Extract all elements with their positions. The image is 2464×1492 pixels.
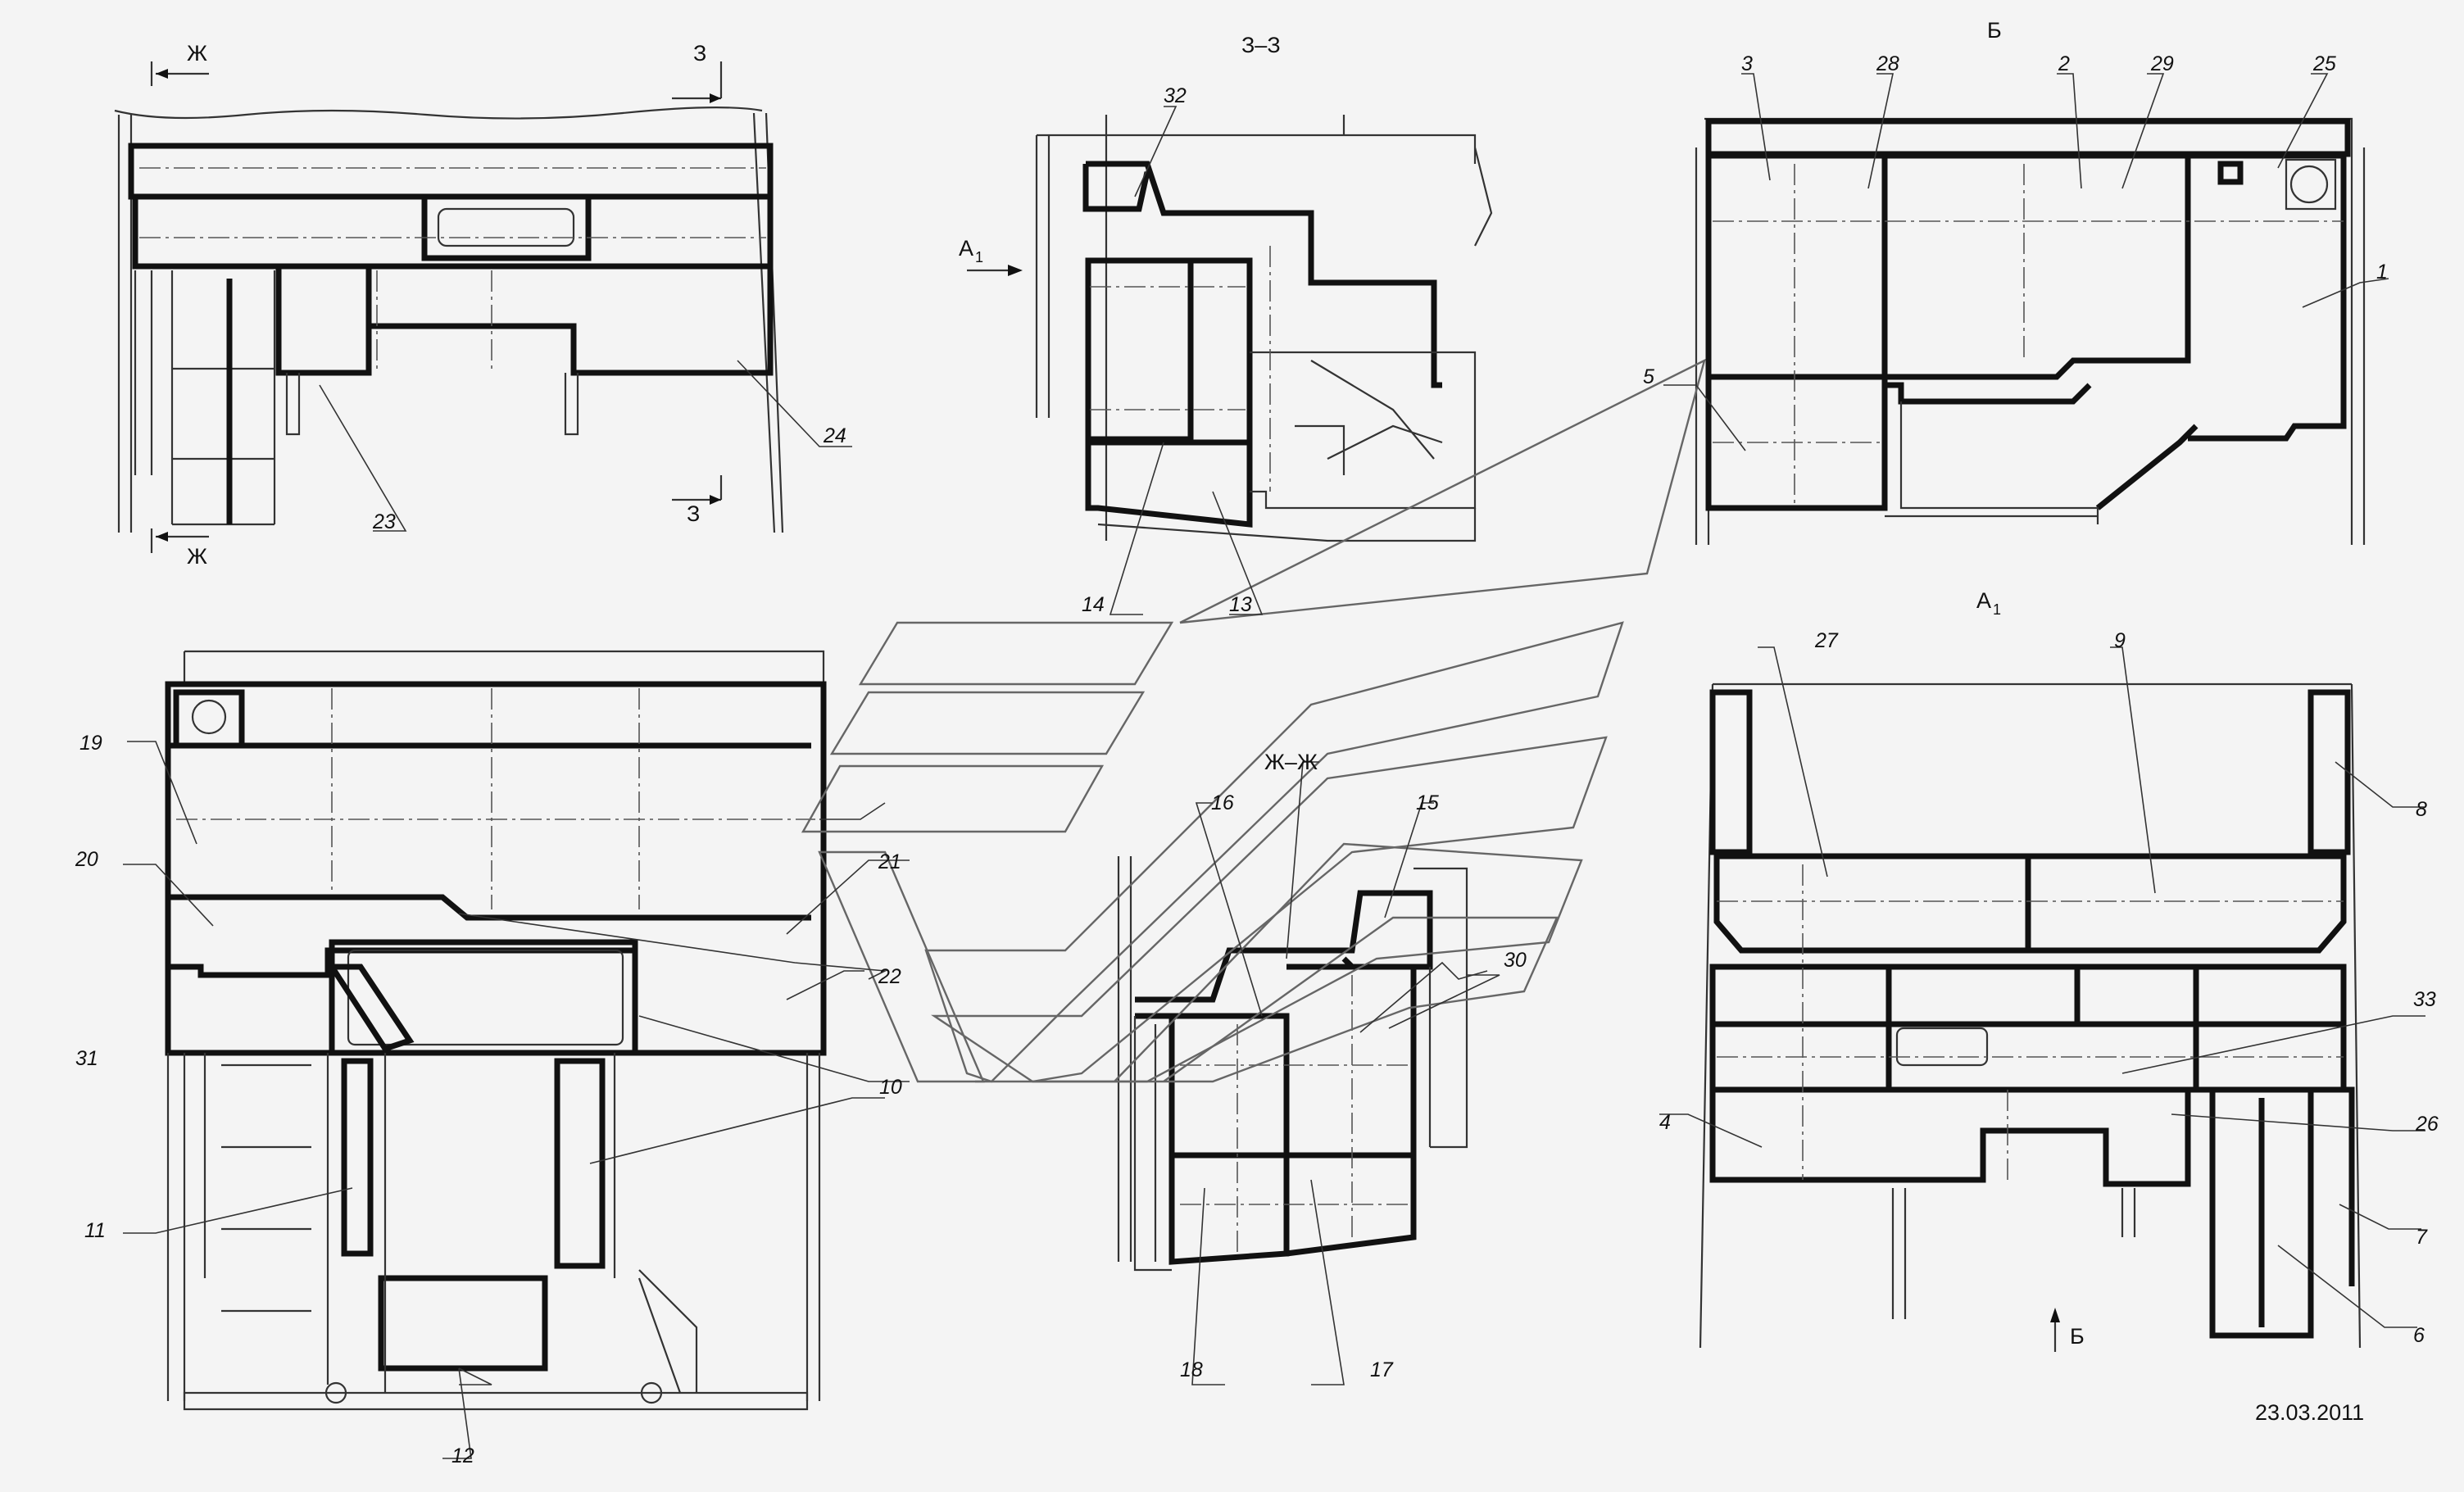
drawing-date: 23.03.2011 (2255, 1400, 2364, 1425)
callout-7: 7 (2416, 1226, 2428, 1249)
callout-26: 26 (2415, 1113, 2439, 1136)
view-b-title: Б (1987, 18, 2002, 43)
view-titles: Ж Ж З З З–З А 1 Б Ж–Ж А 1 Б (187, 18, 2085, 1349)
view-side-top-left (114, 61, 784, 553)
callout-28: 28 (1876, 52, 1899, 75)
callout-21: 21 (878, 850, 901, 873)
view-plan-bottom-left (165, 650, 827, 1411)
callout-6: 6 (2413, 1324, 2425, 1347)
arrow-a1-label: А (959, 236, 973, 261)
callout-22: 22 (878, 965, 901, 988)
view-a1-title-subscript: 1 (1993, 601, 2001, 618)
callout-20: 20 (75, 848, 98, 871)
leader-lines (123, 73, 2425, 1459)
section-3-3-title: З–З (1241, 33, 1281, 57)
callout-27: 27 (1814, 629, 1839, 652)
callout-10: 10 (879, 1076, 902, 1099)
section-zh-zh-title: Ж–Ж (1264, 750, 1318, 774)
callout-1: 1 (2376, 261, 2388, 283)
callout-23: 23 (372, 510, 396, 533)
callout-30: 30 (1504, 949, 1527, 972)
callout-18: 18 (1180, 1358, 1203, 1381)
view-section-zh-zh (1117, 856, 1468, 1272)
callout-15: 15 (1416, 791, 1439, 814)
cut-mark-3-top: З (693, 41, 706, 66)
view-a1-bottom-right (1699, 683, 2362, 1352)
callout-16: 16 (1211, 791, 1234, 814)
callout-29: 29 (2150, 52, 2174, 75)
callout-2: 2 (2058, 52, 2070, 75)
callout-32: 32 (1164, 84, 1187, 107)
callout-31: 31 (75, 1047, 98, 1070)
callout-17: 17 (1370, 1358, 1394, 1381)
callout-14: 14 (1082, 593, 1105, 616)
callout-11: 11 (84, 1219, 106, 1242)
callout-4: 4 (1659, 1111, 1671, 1134)
cut-mark-zh-bottom: Ж (187, 544, 207, 569)
view-b-top-right (1695, 117, 2366, 545)
view-a1-title: А (1976, 588, 1991, 613)
cut-mark-zh-top: Ж (187, 41, 207, 66)
callout-33: 33 (2413, 988, 2436, 1011)
view-section-3-3 (967, 115, 1493, 542)
callout-25: 25 (2312, 52, 2336, 75)
callout-13: 13 (1229, 593, 1252, 616)
callout-24: 24 (823, 424, 846, 447)
cut-mark-3-bottom: З (687, 501, 700, 526)
watermark-arrows (801, 358, 1706, 1083)
callout-9: 9 (2114, 629, 2126, 652)
arrow-a1-subscript: 1 (975, 249, 983, 265)
callout-19: 19 (79, 732, 102, 755)
callout-8: 8 (2416, 798, 2427, 821)
arrow-b-label: Б (2070, 1324, 2085, 1349)
callouts: 1 2 3 4 5 6 7 8 9 10 11 12 13 14 15 16 1… (75, 52, 2439, 1467)
callout-5: 5 (1643, 365, 1654, 388)
callout-3: 3 (1741, 52, 1753, 75)
callout-12: 12 (452, 1444, 474, 1467)
